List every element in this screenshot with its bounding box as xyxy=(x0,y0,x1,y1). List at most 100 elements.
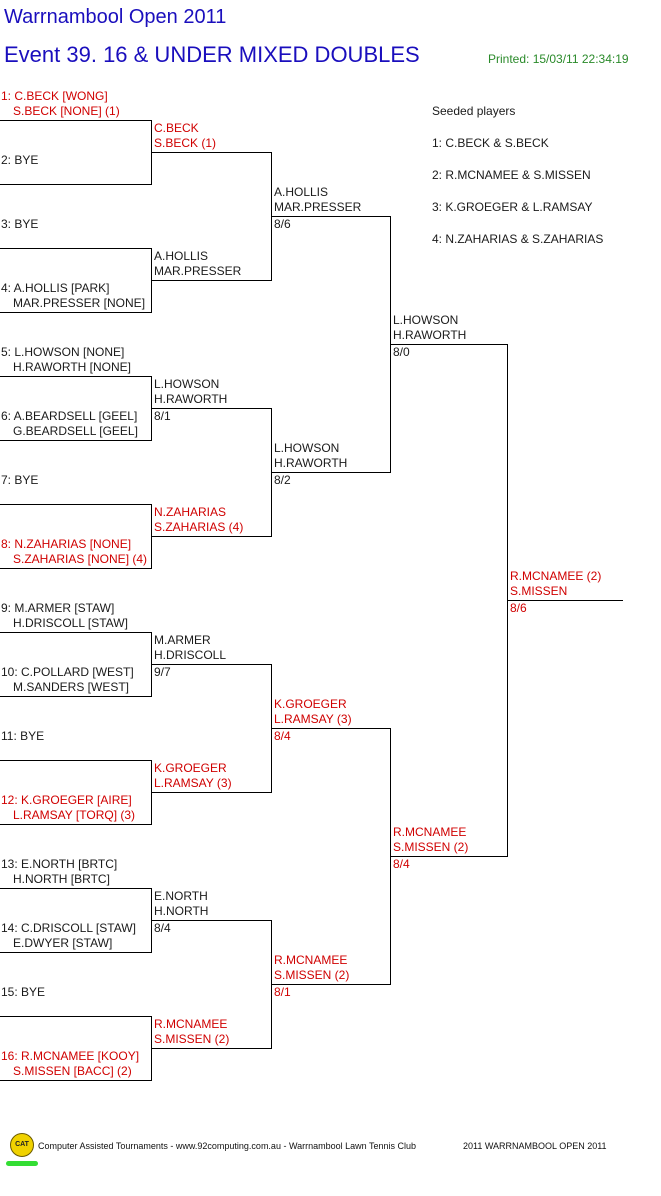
draw-entry-player2: L.RAMSAY [TORQ] (3) xyxy=(13,808,136,822)
match-winner-name2: MAR.PRESSER xyxy=(154,264,242,278)
match-score: 8/4 xyxy=(274,729,291,743)
bracket-line-horizontal xyxy=(151,408,271,409)
seed-item: 3: K.GROEGER & L.RAMSAY xyxy=(432,200,593,214)
match-winner-name1: C.BECK xyxy=(154,121,199,135)
bracket-line-horizontal xyxy=(0,312,151,313)
draw-entry-player2: E.DWYER [STAW] xyxy=(13,936,113,950)
bracket-line-horizontal xyxy=(151,152,271,153)
draw-entry-player1: 11: BYE xyxy=(1,729,45,743)
draw-entry-player2: MAR.PRESSER [NONE] xyxy=(13,296,146,310)
draw-entry-player1: 16: R.MCNAMEE [KOOY] xyxy=(1,1049,140,1063)
match-winner-name2: S.MISSEN (2) xyxy=(154,1032,230,1046)
match-score: 8/6 xyxy=(274,217,291,231)
draw-entry-player1: 14: C.DRISCOLL [STAW] xyxy=(1,921,136,935)
draw-entry-player1: 8: N.ZAHARIAS [NONE] xyxy=(1,537,132,551)
bracket-line-horizontal xyxy=(0,120,151,121)
match-winner-name1: M.ARMER xyxy=(154,633,211,647)
bracket-line-horizontal xyxy=(0,440,151,441)
cat-logo-icon: CAT xyxy=(10,1133,34,1157)
match-winner-name1: E.NORTH xyxy=(154,889,208,903)
match-winner-name1: R.MCNAMEE (2) xyxy=(510,569,602,583)
draw-entry-player2: H.NORTH [BRTC] xyxy=(13,872,110,886)
bracket-line-horizontal xyxy=(151,792,271,793)
bracket-line-horizontal xyxy=(0,504,151,505)
footer-event-name: 2011 WARRNAMBOOL OPEN 2011 xyxy=(463,1141,607,1151)
bracket-line-horizontal xyxy=(151,920,271,921)
bracket-line-horizontal xyxy=(0,1016,151,1017)
draw-entry-player1: 2: BYE xyxy=(1,153,39,167)
match-winner-name2: S.MISSEN xyxy=(510,584,568,598)
draw-entry-player1: 15: BYE xyxy=(1,985,46,999)
draw-entry-player2: H.DRISCOLL [STAW] xyxy=(13,616,128,630)
draw-entry-player2: S.ZAHARIAS [NONE] (4) xyxy=(13,552,148,566)
match-score: 8/6 xyxy=(510,601,527,615)
match-winner-name2: H.RAWORTH xyxy=(393,328,467,342)
match-winner-name2: H.DRISCOLL xyxy=(154,648,227,662)
bracket-line-horizontal xyxy=(390,344,507,345)
bracket-line-horizontal xyxy=(271,728,390,729)
draw-entry-player1: 1: C.BECK [WONG] xyxy=(1,89,108,103)
seed-item: 2: R.MCNAMEE & S.MISSEN xyxy=(432,168,591,182)
bracket-line-horizontal xyxy=(151,664,271,665)
bracket-line-horizontal xyxy=(507,600,623,601)
match-score: 8/1 xyxy=(154,409,171,423)
draw-entry-player2: S.BECK [NONE] (1) xyxy=(13,104,120,118)
bracket-line-horizontal xyxy=(271,984,390,985)
match-winner-name1: A.HOLLIS xyxy=(154,249,209,263)
draw-entry-player2: H.RAWORTH [NONE] xyxy=(13,360,132,374)
bracket-line-horizontal xyxy=(151,536,271,537)
seeded-players-heading: Seeded players xyxy=(432,104,516,118)
draw-entry-player1: 12: K.GROEGER [AIRE] xyxy=(1,793,132,807)
match-winner-name1: L.HOWSON xyxy=(393,313,459,327)
match-winner-name2: S.MISSEN (2) xyxy=(274,968,350,982)
match-winner-name1: A.HOLLIS xyxy=(274,185,329,199)
match-winner-name2: S.BECK (1) xyxy=(154,136,217,150)
match-winner-name2: S.ZAHARIAS (4) xyxy=(154,520,244,534)
match-winner-name1: N.ZAHARIAS xyxy=(154,505,227,519)
draw-entry-player1: 13: E.NORTH [BRTC] xyxy=(1,857,118,871)
match-winner-name1: R.MCNAMEE xyxy=(393,825,467,839)
match-score: 8/4 xyxy=(393,857,410,871)
match-score: 9/7 xyxy=(154,665,171,679)
match-score: 8/4 xyxy=(154,921,171,935)
draw-entry-player1: 4: A.HOLLIS [PARK] xyxy=(1,281,110,295)
match-winner-name2: H.NORTH xyxy=(154,904,209,918)
draw-entry-player2: M.SANDERS [WEST] xyxy=(13,680,130,694)
bracket-line-horizontal xyxy=(0,568,151,569)
logo-underline xyxy=(6,1161,38,1166)
draw-entry-player1: 7: BYE xyxy=(1,473,39,487)
event-title: Event 39. 16 & UNDER MIXED DOUBLES xyxy=(4,42,420,67)
match-winner-name2: H.RAWORTH xyxy=(154,392,228,406)
draw-entry-player1: 10: C.POLLARD [WEST] xyxy=(1,665,134,679)
match-score: 8/1 xyxy=(274,985,291,999)
bracket-line-horizontal xyxy=(151,280,271,281)
draw-entry-player2: G.BEARDSELL [GEEL] xyxy=(13,424,138,438)
seed-item: 1: C.BECK & S.BECK xyxy=(432,136,549,150)
draw-entry-player1: 5: L.HOWSON [NONE] xyxy=(1,345,125,359)
bracket-line-horizontal xyxy=(0,760,151,761)
draw-entry-player1: 9: M.ARMER [STAW] xyxy=(1,601,115,615)
draw-entry-player2: S.MISSEN [BACC] (2) xyxy=(13,1064,132,1078)
match-winner-name1: K.GROEGER xyxy=(274,697,347,711)
bracket-line-horizontal xyxy=(0,632,151,633)
bracket-line-horizontal xyxy=(271,472,390,473)
bracket-line-horizontal xyxy=(0,824,151,825)
bracket-line-horizontal xyxy=(151,1048,271,1049)
tournament-title: Warrnambool Open 2011 xyxy=(4,6,227,28)
bracket-line-horizontal xyxy=(0,952,151,953)
match-score: 8/2 xyxy=(274,473,291,487)
bracket-line-horizontal xyxy=(390,856,507,857)
match-winner-name2: MAR.PRESSER xyxy=(274,200,362,214)
match-winner-name2: L.RAMSAY (3) xyxy=(154,776,232,790)
match-score: 8/0 xyxy=(393,345,410,359)
match-winner-name1: L.HOWSON xyxy=(154,377,220,391)
match-winner-name2: H.RAWORTH xyxy=(274,456,348,470)
match-winner-name1: R.MCNAMEE xyxy=(154,1017,228,1031)
bracket-line-horizontal xyxy=(0,248,151,249)
footer-credit: Computer Assisted Tournaments - www.92co… xyxy=(38,1141,417,1151)
seed-item: 4: N.ZAHARIAS & S.ZAHARIAS xyxy=(432,232,604,246)
bracket-line-horizontal xyxy=(0,184,151,185)
match-winner-name2: S.MISSEN (2) xyxy=(393,840,469,854)
bracket-line-horizontal xyxy=(0,696,151,697)
bracket-line-horizontal xyxy=(0,1080,151,1081)
